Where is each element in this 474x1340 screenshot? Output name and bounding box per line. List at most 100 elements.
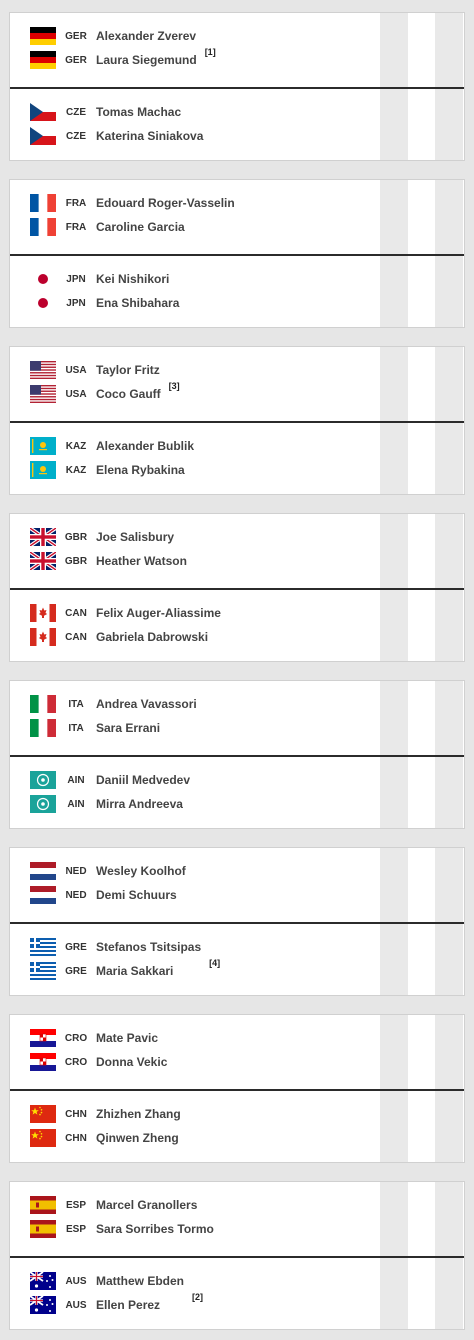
- player-row[interactable]: ITA Andrea Vavassori: [30, 694, 197, 714]
- player-name[interactable]: Elena Rybakina: [96, 463, 185, 477]
- player-name[interactable]: Felix Auger-Aliassime: [96, 606, 221, 620]
- score-column: [435, 848, 463, 995]
- player-name[interactable]: Daniil Medvedev: [96, 773, 191, 787]
- player-name[interactable]: Zhizhen Zhang: [96, 1107, 181, 1121]
- score-column: [380, 514, 408, 661]
- score-column: [435, 1015, 463, 1162]
- player-name[interactable]: Marcel Granollers: [96, 1198, 198, 1212]
- player-name[interactable]: Demi Schuurs: [96, 888, 177, 902]
- player-row[interactable]: GER Laura Siegemund: [30, 50, 197, 70]
- player-name[interactable]: Andrea Vavassori: [96, 697, 197, 711]
- player-name[interactable]: Sara Errani: [96, 721, 161, 735]
- player-name[interactable]: Matthew Ebden: [96, 1274, 185, 1288]
- player-name[interactable]: Qinwen Zheng: [96, 1131, 179, 1145]
- player-name[interactable]: Laura Siegemund: [96, 53, 197, 67]
- player-row[interactable]: AUS Ellen Perez: [30, 1295, 160, 1315]
- score-column: [435, 13, 463, 160]
- country-code: ITA: [68, 698, 84, 710]
- flag-usa-icon: [30, 385, 56, 403]
- player-name[interactable]: Donna Vekic: [96, 1055, 168, 1069]
- player-name[interactable]: Sara Sorribes Tormo: [96, 1222, 214, 1236]
- player-row[interactable]: CZE Tomas Machac: [30, 102, 181, 122]
- player-name[interactable]: Tomas Machac: [96, 105, 182, 119]
- country-code: CZE: [66, 106, 86, 118]
- player-name[interactable]: Alexander Zverev: [96, 29, 197, 43]
- country-code: NED: [65, 865, 87, 877]
- country-code: ESP: [65, 1223, 86, 1235]
- player-name[interactable]: Wesley Koolhof: [96, 864, 186, 878]
- score-column: [435, 1182, 463, 1329]
- player-name[interactable]: Kei Nishikori: [96, 272, 170, 286]
- country-code: CHN: [65, 1132, 87, 1144]
- player-name[interactable]: Katerina Siniakova: [96, 129, 204, 143]
- player-row[interactable]: ESP Sara Sorribes Tormo: [30, 1219, 214, 1239]
- player-name[interactable]: Edouard Roger-Vasselin: [96, 196, 235, 210]
- flag-usa-icon: [30, 361, 56, 379]
- player-name[interactable]: Maria Sakkari: [96, 964, 174, 978]
- player-name[interactable]: Mirra Andreeva: [96, 797, 183, 811]
- player-name[interactable]: Ellen Perez: [96, 1298, 161, 1312]
- flag-jpn-icon: [30, 294, 56, 312]
- player-name[interactable]: Coco Gauff: [96, 387, 161, 401]
- player-name[interactable]: Taylor Fritz: [96, 363, 160, 377]
- flag-jpn-icon: [30, 270, 56, 288]
- flag-esp-icon: [30, 1220, 56, 1238]
- player-name[interactable]: Joe Salisbury: [96, 530, 175, 544]
- flag-can-icon: [30, 604, 56, 622]
- player-name[interactable]: Gabriela Dabrowski: [96, 630, 209, 644]
- player-name[interactable]: Mate Pavic: [96, 1031, 159, 1045]
- country-code: GER: [65, 54, 87, 66]
- player-row[interactable]: CHN Qinwen Zheng: [30, 1128, 179, 1148]
- player-name[interactable]: Alexander Bublik: [96, 439, 195, 453]
- player-name[interactable]: Ena Shibahara: [96, 296, 180, 310]
- player-name[interactable]: Heather Watson: [96, 554, 187, 568]
- player-name[interactable]: Caroline Garcia: [96, 220, 185, 234]
- country-code: AUS: [65, 1299, 87, 1311]
- player-name[interactable]: Stefanos Tsitsipas: [96, 940, 202, 954]
- player-row[interactable]: NED Wesley Koolhof: [30, 861, 186, 881]
